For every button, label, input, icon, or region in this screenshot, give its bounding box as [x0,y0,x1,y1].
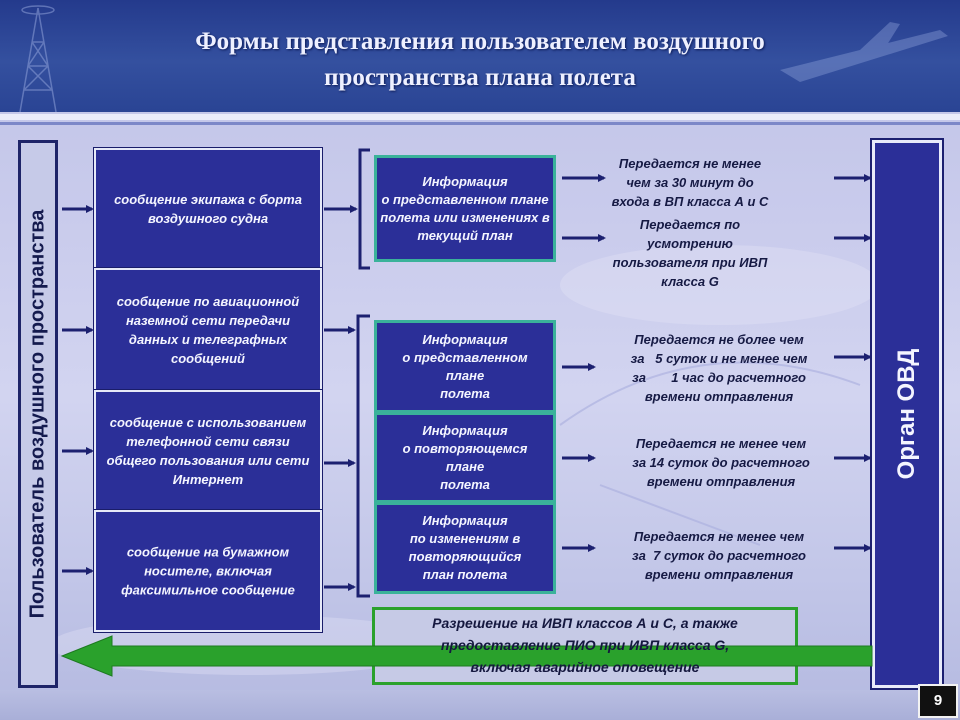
permission-text: Разрешение на ИВП классов А и С, а также… [350,612,820,678]
user-airspace-bar: Пользователь воздушного пространства [18,140,58,688]
description-14-days: Передается не менее чем за 14 суток до р… [632,436,810,489]
divider-stripe [0,114,960,120]
info-box-repetitive-plan: Информация о повторяющемся плане полета [374,412,556,503]
message-text: сообщение экипажа с борта воздушного суд… [114,192,302,226]
slide-title: Формы представления пользователем воздуш… [0,24,960,96]
info-box-current-plan: Информация о представленном плане полета… [374,155,556,262]
description-7-days: Передается не менее чем за 7 суток до ра… [632,529,806,582]
header-decoration [19,5,948,112]
info-text: Информация по изменениям в повторяющийся… [408,513,522,582]
page-number-badge: 9 [918,684,958,718]
message-box-paper: сообщение на бумажном носителе, включая … [94,510,322,632]
page-number: 9 [933,692,943,709]
message-box-network: сообщение по авиационной наземной сети п… [94,268,322,392]
info-box-submitted-plan: Информация о представленном плане полета [374,320,556,413]
title-line-2: пространства плана полета [324,64,636,91]
message-text: сообщение с использованием телефонной се… [106,415,310,487]
info-box-repetitive-changes: Информация по изменениям в повторяющийся… [374,502,556,594]
description-discretion: Передается по усмотрению пользователя пр… [612,217,768,289]
info-text: Информация о повторяющемся плане полета [402,422,528,492]
atc-unit-bar: Орган ОВД [872,140,942,688]
atc-unit-label: Орган ОВД [893,348,920,480]
message-text: сообщение по авиационной наземной сети п… [116,294,300,366]
permission-line-2: предоставление ПИО при ИВП класса G, [440,637,730,653]
description-30-min: Передается не менее чем за 30 минут до в… [611,156,769,209]
header-banner: Формы представления пользователем воздуш… [0,0,960,112]
info-text: Информация о представленном плане полета [402,331,528,401]
permission-line-3: включая аварийное оповещение [470,659,700,675]
message-box-crew: сообщение экипажа с борта воздушного суд… [94,148,322,270]
info-text: Информация о представленном плане полета… [380,173,550,243]
permission-line-1: Разрешение на ИВП классов А и С, а также [432,615,738,631]
title-line-1: Формы представления пользователем воздуш… [195,28,765,55]
divider-stripe-thin [0,122,960,125]
message-text: сообщение на бумажном носителе, включая … [121,544,295,598]
description-5-days: Передается не более чем за 5 суток и не … [630,332,808,404]
footer-stripe [0,690,960,720]
user-airspace-label: Пользователь воздушного пространства [26,209,49,619]
message-box-phone-internet: сообщение с использованием телефонной се… [94,390,322,512]
